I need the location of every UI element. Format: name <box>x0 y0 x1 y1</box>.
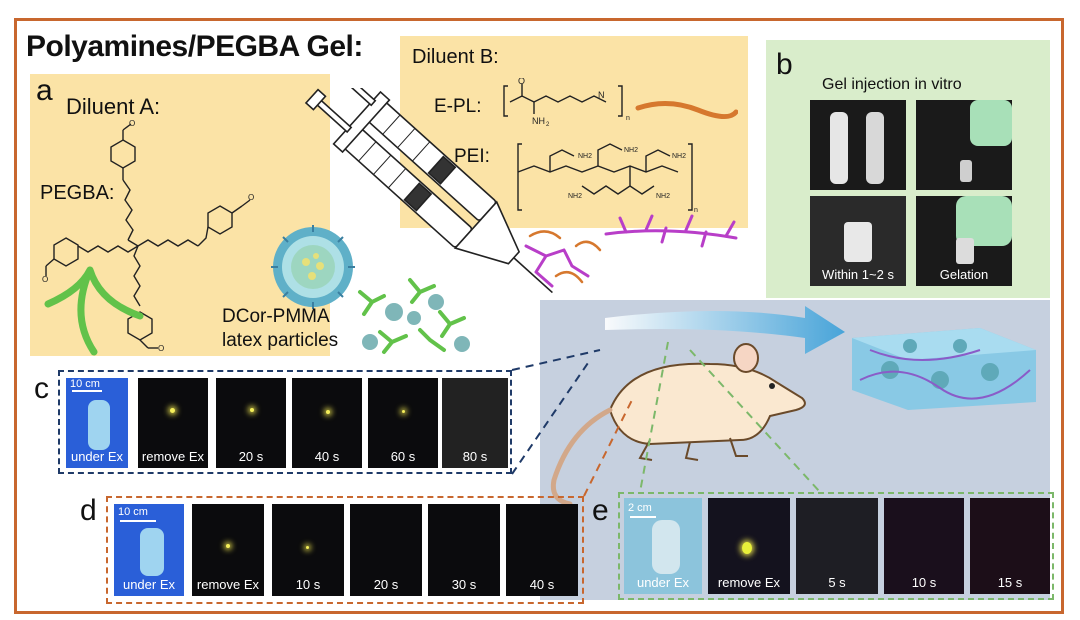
panel-a-letter: a <box>36 74 53 107</box>
gel-injection-title: Gel injection in vitro <box>822 76 962 93</box>
dcor-pmma-particle-icon <box>271 225 355 309</box>
svg-text:n: n <box>626 115 630 122</box>
c-frame-2: 20 s <box>216 378 286 468</box>
e-frame-1: remove Ex <box>708 498 790 594</box>
gel-block-icon <box>852 328 1036 410</box>
diluent-b-label: Diluent B: <box>412 46 499 68</box>
svg-text:2: 2 <box>546 122 550 128</box>
panel-e-frame <box>618 492 1054 600</box>
d-frame-3: 20 s <box>350 504 422 596</box>
gelation-arrow-icon <box>605 306 845 354</box>
photo-injection <box>916 100 1012 190</box>
photo-within-time: Within 1~2 s <box>810 196 906 286</box>
d-frame-0: 10 cm under Ex <box>114 504 184 596</box>
e-frame-2: 5 s <box>796 498 878 594</box>
figure-title: Polyamines/PEGBA Gel: <box>26 30 363 63</box>
c-frame-3: 40 s <box>292 378 362 468</box>
svg-text:O: O <box>518 78 525 86</box>
photo-vials <box>810 100 906 190</box>
svg-text:NH2: NH2 <box>656 193 670 200</box>
pegba-label: PEGBA: <box>40 182 115 204</box>
dcor-pmma-label-line1: DCor-PMMA <box>222 306 330 327</box>
e-frame-3: 10 s <box>884 498 964 594</box>
double-syringe-icon <box>304 88 553 294</box>
svg-text:N: N <box>598 90 605 100</box>
panel-c-letter: c <box>34 372 49 405</box>
dcor-pmma-label-line2: latex particles <box>222 330 339 351</box>
svg-text:n: n <box>694 207 698 214</box>
svg-text:O: O <box>42 275 48 284</box>
epl-label: E-PL: <box>434 96 482 117</box>
photo-caption-within: Within 1~2 s <box>822 267 894 282</box>
panel-c-frame <box>58 370 512 474</box>
d-frame-2: 10 s <box>272 504 344 596</box>
diluent-a-label: Diluent A: <box>66 94 161 119</box>
pei-network-icon <box>524 214 738 288</box>
svg-text:O: O <box>129 120 135 128</box>
panel-e-letter: e <box>592 494 609 527</box>
rat-icon <box>550 343 806 507</box>
e-frame-0: 2 cm under Ex <box>624 498 702 594</box>
c-frame-0: 10 cm under Ex <box>66 378 128 468</box>
c-frame-1: remove Ex <box>138 378 208 468</box>
e-frame-4: 15 s <box>970 498 1050 594</box>
svg-text:NH: NH <box>532 116 545 126</box>
pegba-structure-icon: O O O O <box>42 120 254 356</box>
panel-d-letter: d <box>80 494 97 527</box>
panel-b-letter: b <box>776 48 793 81</box>
mixture-particles-icon <box>358 278 470 354</box>
svg-text:NH2: NH2 <box>568 193 582 200</box>
photo-gelation: Gelation <box>916 196 1012 286</box>
pei-label: PEI: <box>454 146 490 167</box>
c-frame-4: 60 s <box>368 378 438 468</box>
d-frame-5: 40 s <box>506 504 578 596</box>
d-frame-1: remove Ex <box>192 504 264 596</box>
svg-text:NH2: NH2 <box>578 153 592 160</box>
svg-text:NH2: NH2 <box>672 153 686 160</box>
c-frame-5: 80 s <box>442 378 508 468</box>
svg-text:NH2: NH2 <box>624 147 638 154</box>
photo-caption-gelation: Gelation <box>939 267 989 282</box>
svg-text:O: O <box>248 193 254 202</box>
panel-d-frame <box>106 496 584 604</box>
svg-text:O: O <box>158 344 164 353</box>
d-frame-4: 30 s <box>428 504 500 596</box>
